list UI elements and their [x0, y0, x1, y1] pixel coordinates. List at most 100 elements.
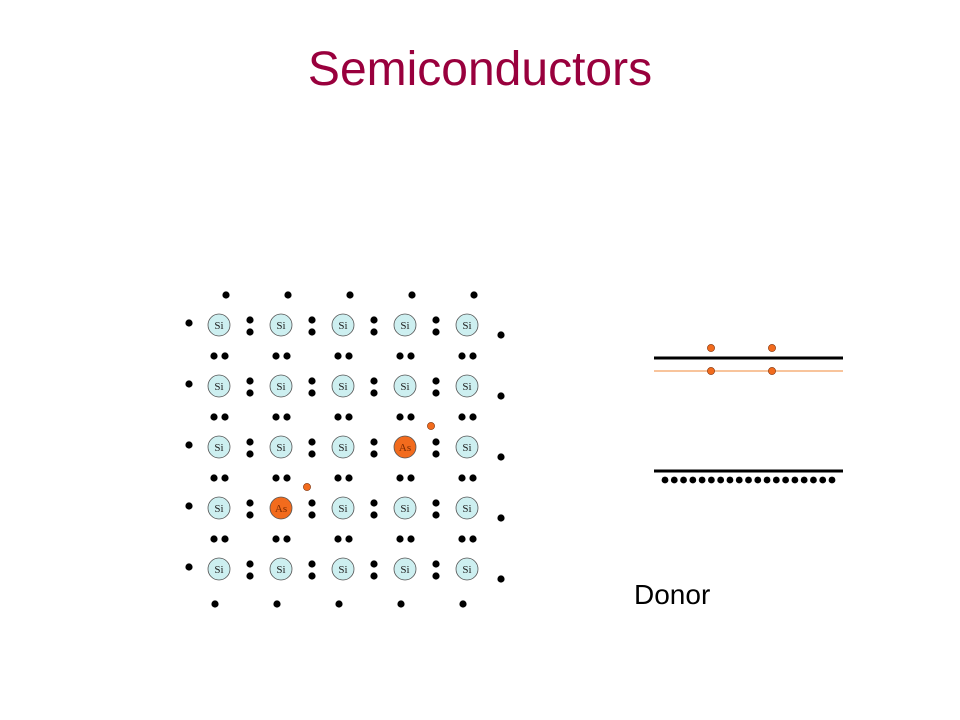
silicon-atom: Si — [393, 313, 417, 337]
bond-electron — [432, 389, 440, 397]
bond-electron — [469, 413, 477, 421]
valence-electron — [707, 476, 715, 484]
bond-electron — [308, 511, 316, 519]
bond-electron — [210, 413, 218, 421]
bond-electron — [469, 352, 477, 360]
silicon-atom: Si — [269, 313, 293, 337]
silicon-atom: Si — [331, 496, 355, 520]
bond-electron — [246, 316, 254, 324]
electron — [273, 600, 281, 608]
bond-electron — [334, 535, 342, 543]
bond-electron — [370, 389, 378, 397]
atom-label: Si — [338, 381, 347, 393]
arsenic-atom: As — [393, 435, 417, 459]
bond-electron — [432, 499, 440, 507]
valence-electron — [680, 476, 687, 484]
atom-circle — [207, 496, 231, 520]
silicon-atom: Si — [207, 374, 231, 398]
valence-electron — [661, 476, 669, 484]
donor-electron — [768, 367, 776, 375]
bond-electron — [469, 535, 477, 543]
atom-circle — [393, 313, 417, 337]
electron — [185, 563, 193, 571]
bond-electron — [308, 438, 316, 446]
extra-electron — [303, 483, 311, 491]
valence-electron — [726, 476, 734, 484]
bond-electron — [432, 377, 440, 385]
silicon-atom: Si — [207, 557, 231, 581]
bond-electron — [221, 474, 229, 482]
bond-electron — [308, 316, 316, 324]
bond-electron — [458, 413, 466, 421]
atom-label: Si — [276, 442, 285, 454]
bond-electron — [221, 535, 229, 543]
bond-electron — [246, 450, 254, 458]
atom-label: Si — [338, 564, 347, 576]
atom-label: Si — [276, 381, 285, 393]
bond-electron — [283, 413, 291, 421]
bond-electron — [345, 474, 353, 482]
atom-label: Si — [462, 442, 471, 454]
bond-electron — [396, 352, 404, 360]
valence-electron — [819, 476, 827, 484]
atom-circle — [393, 496, 417, 520]
bond-electron — [432, 316, 440, 324]
donor-label: Donor — [634, 579, 711, 610]
atom-circle — [331, 374, 355, 398]
atom-label: Si — [462, 381, 471, 393]
bond-electron — [210, 535, 218, 543]
silicon-atom: Si — [207, 313, 231, 337]
bond-electron — [432, 511, 440, 519]
atom-circle — [455, 374, 479, 398]
valence-electron — [791, 476, 799, 484]
bond-electron — [308, 560, 316, 568]
silicon-atom: Si — [455, 374, 479, 398]
bond-electron — [210, 474, 218, 482]
electron — [470, 291, 478, 299]
valence-electron — [763, 476, 771, 484]
electron — [397, 600, 405, 608]
silicon-atom: Si — [455, 557, 479, 581]
bond-electron — [308, 572, 316, 580]
silicon-atom: Si — [393, 496, 417, 520]
bond-electron — [458, 474, 466, 482]
valence-electron — [745, 476, 752, 484]
bond-electron — [283, 474, 291, 482]
bond-electron — [432, 438, 440, 446]
electron — [408, 291, 416, 299]
electron — [497, 331, 505, 339]
bond-electron — [370, 377, 378, 385]
bond-electron — [396, 535, 404, 543]
bond-electron — [407, 474, 415, 482]
silicon-atom: Si — [393, 557, 417, 581]
electron — [497, 575, 505, 583]
atom-label: Si — [276, 320, 285, 332]
electron — [185, 319, 193, 327]
electron — [335, 600, 343, 608]
atom-circle — [393, 557, 417, 581]
electron — [459, 600, 467, 608]
bond-electron — [370, 572, 378, 580]
bond-electron — [246, 572, 254, 580]
atom-label: As — [275, 503, 287, 515]
bond-electron — [308, 499, 316, 507]
donor-electron — [707, 367, 715, 375]
atom-circle — [455, 496, 479, 520]
valence-electron — [782, 476, 790, 484]
bond-electron — [396, 474, 404, 482]
atom-circle — [269, 374, 293, 398]
bond-electron — [308, 389, 316, 397]
bond-electron — [407, 352, 415, 360]
bond-electron — [345, 352, 353, 360]
atom-circle — [269, 435, 293, 459]
bond-electron — [334, 413, 342, 421]
silicon-atom: Si — [331, 557, 355, 581]
bond-electron — [283, 535, 291, 543]
atom-circle — [455, 435, 479, 459]
valence-electron — [670, 476, 678, 484]
atom-label: As — [399, 442, 411, 454]
bond-electron — [469, 474, 477, 482]
bond-electron — [221, 352, 229, 360]
valence-electron — [717, 476, 725, 484]
